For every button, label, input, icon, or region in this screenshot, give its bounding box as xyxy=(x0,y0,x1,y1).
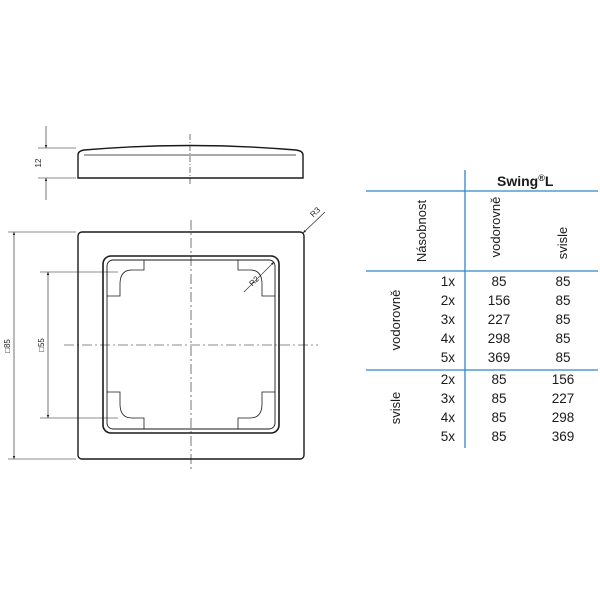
table-grid xyxy=(366,170,598,448)
dimension-outer-label: □85 xyxy=(3,339,12,353)
row-v: 369 xyxy=(552,429,575,444)
row-mult: 5x xyxy=(441,350,456,365)
row-h: 85 xyxy=(491,372,506,387)
row-v: 85 xyxy=(555,274,570,289)
row-v: 227 xyxy=(552,391,575,406)
header-vertical: svisle xyxy=(555,227,570,260)
row-mult: 3x xyxy=(441,312,456,327)
radius-inner-label: R2 xyxy=(247,274,261,288)
radius-inner-leader xyxy=(243,261,275,293)
row-h: 85 xyxy=(491,274,506,289)
row-v: 156 xyxy=(552,372,575,387)
row-v: 85 xyxy=(555,331,570,346)
row-h: 227 xyxy=(488,312,511,327)
row-mult: 3x xyxy=(441,391,456,406)
table-group-vertical: 2x 85 156 3x 85 227 4x 85 298 5x 85 369 xyxy=(441,372,575,444)
row-mult: 2x xyxy=(441,372,456,387)
table-brand-title: Swing®L xyxy=(497,173,554,189)
dimension-height xyxy=(38,126,76,200)
corner-notches xyxy=(107,260,275,429)
profile-outline xyxy=(77,144,304,179)
row-v: 85 xyxy=(555,312,570,327)
radius-outer-leader xyxy=(302,211,326,234)
frame-front-view xyxy=(64,220,318,470)
row-h: 369 xyxy=(488,350,511,365)
frame-side-profile xyxy=(77,134,304,186)
table-group-horizontal: 1x 85 85 2x 156 85 3x 227 85 4x 298 85 5… xyxy=(441,274,571,365)
dimension-outer xyxy=(8,231,76,460)
dimension-height-label: 12 xyxy=(34,158,43,167)
header-horizontal: vodorovně xyxy=(488,197,503,258)
row-mult: 5x xyxy=(441,429,456,444)
header-multiplicity: Násobnost xyxy=(414,200,429,263)
group-label-vertical: svisle xyxy=(388,392,403,425)
row-mult: 4x xyxy=(441,410,456,425)
row-h: 298 xyxy=(488,331,511,346)
dimension-table: Swing®L Násobnost vodorovně svisle vodor… xyxy=(366,170,598,448)
row-h: 85 xyxy=(491,391,506,406)
radius-outer-label: R3 xyxy=(308,205,322,219)
row-v: 85 xyxy=(555,350,570,365)
row-mult: 4x xyxy=(441,331,456,346)
row-h: 85 xyxy=(491,410,506,425)
row-v: 298 xyxy=(552,410,575,425)
row-h: 85 xyxy=(491,429,506,444)
row-v: 85 xyxy=(555,293,570,308)
row-mult: 1x xyxy=(441,274,456,289)
row-h: 156 xyxy=(488,293,511,308)
dimension-inner-label: □55 xyxy=(37,338,46,352)
row-mult: 2x xyxy=(441,293,456,308)
group-label-horizontal: vodorovně xyxy=(388,290,403,351)
dimension-inner xyxy=(40,271,118,419)
